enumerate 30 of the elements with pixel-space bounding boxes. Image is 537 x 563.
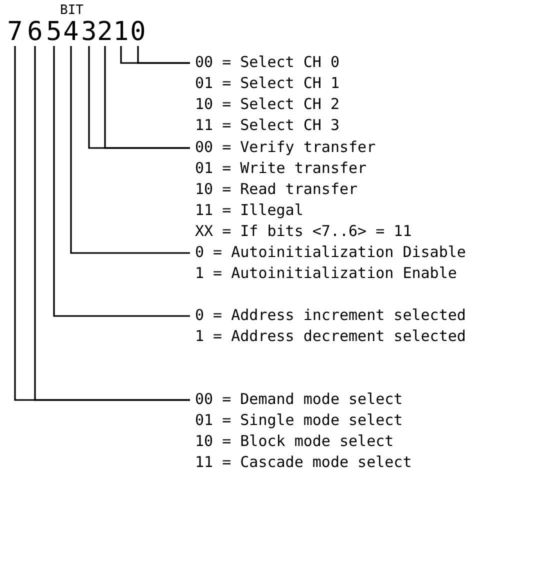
field-value-text: 0 = Autoinitialization Disable xyxy=(195,242,466,263)
bit-number: 7 xyxy=(7,18,23,46)
bit-number: 2 xyxy=(97,18,113,46)
field-value-text: 01 = Write transfer xyxy=(195,158,368,179)
bit-number: 1 xyxy=(113,18,129,46)
bit-heading: BIT xyxy=(60,4,84,18)
field-value-text: 1 = Autoinitialization Enable xyxy=(195,263,458,284)
field-value-text: 0 = Address increment selected xyxy=(195,305,466,326)
bit-number: 3 xyxy=(81,18,97,46)
connector-line xyxy=(137,46,190,64)
bit-number: 0 xyxy=(130,18,146,46)
field-value-text: 11 = Cascade mode select xyxy=(195,452,412,473)
connector-line xyxy=(53,46,190,317)
bit-number: 4 xyxy=(63,18,79,46)
field-value-text: 00 = Demand mode select xyxy=(195,389,404,410)
field-value-text: 11 = Select CH 3 xyxy=(195,115,340,136)
field-value-text: 10 = Select CH 2 xyxy=(195,94,340,115)
field-value-text: 00 = Select CH 0 xyxy=(195,52,340,73)
field-value-text: 01 = Select CH 1 xyxy=(195,73,340,94)
bit-number: 6 xyxy=(27,18,43,46)
field-value-text: 10 = Block mode select xyxy=(195,431,395,452)
connector-line xyxy=(104,46,190,149)
bit-number: 5 xyxy=(46,18,62,46)
field-value-text: 00 = Verify transfer xyxy=(195,137,377,158)
field-value-text: 10 = Read transfer xyxy=(195,179,359,200)
field-value-text: 1 = Address decrement selected xyxy=(195,326,466,347)
field-value-text: 11 = Illegal xyxy=(195,200,304,221)
field-value-text: XX = If bits <7..6> = 11 xyxy=(195,221,412,242)
connector-line xyxy=(70,46,190,254)
field-value-text: 01 = Single mode select xyxy=(195,410,404,431)
